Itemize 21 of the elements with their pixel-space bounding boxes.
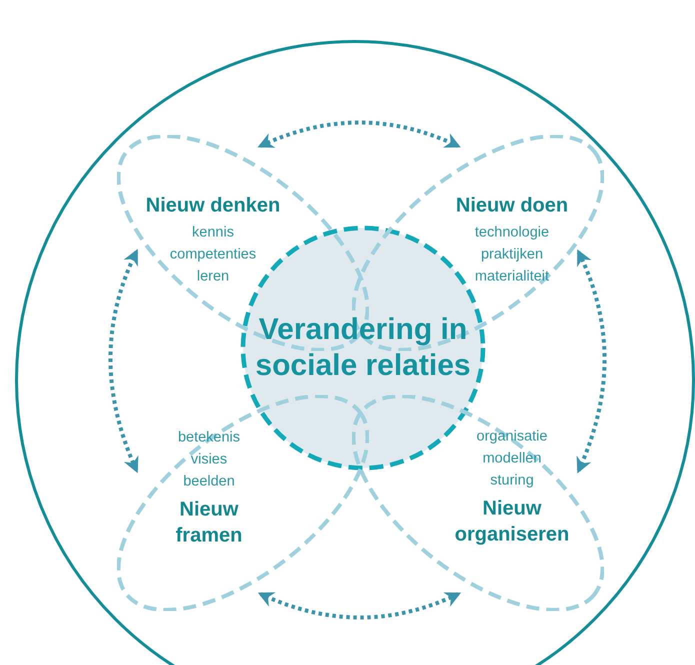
- keyword-text: modellen: [482, 449, 542, 468]
- keyword-text: competenties: [170, 245, 256, 264]
- keyword-text: betekenis: [178, 428, 240, 448]
- keyword-text: beelden: [183, 472, 235, 491]
- dotted-double-arrow: [258, 120, 461, 148]
- keyword-text: kennis: [192, 223, 234, 242]
- centre-title: Verandering in sociale relaties: [254, 312, 472, 384]
- heading: Nieuw denken: [146, 193, 280, 218]
- heading: Nieuw doen: [456, 193, 568, 218]
- dotted-double-arrow: [576, 249, 607, 474]
- heading: Nieuw organiseren: [454, 496, 570, 548]
- keyword-text: leren: [196, 266, 230, 286]
- keyword-text: visies: [190, 450, 228, 470]
- dotted-double-arrow: [258, 592, 462, 620]
- dotted-double-arrow: [108, 248, 139, 474]
- keyword-text: praktijken: [480, 245, 544, 264]
- heading: Nieuw framen: [174, 498, 244, 549]
- keyword-text: technologie: [474, 223, 550, 242]
- keyword-text: materialiteit: [474, 266, 550, 286]
- keyword-text: organisatie: [476, 427, 548, 446]
- keyword-text: sturing: [490, 470, 534, 490]
